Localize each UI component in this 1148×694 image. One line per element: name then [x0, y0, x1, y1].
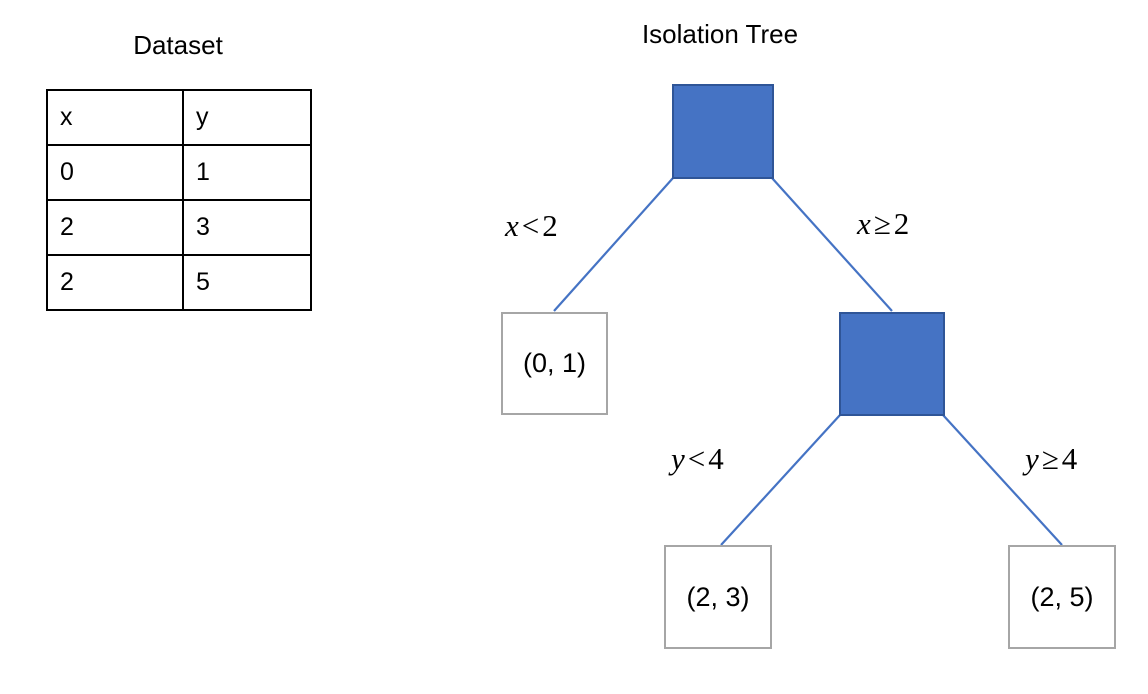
edge-label-y-ge: y≥4 — [1025, 442, 1077, 476]
tree-node-split-y[interactable] — [839, 312, 945, 416]
table-row: 0 1 — [46, 144, 312, 201]
edge-split-right — [942, 414, 1063, 546]
tree-leaf-2-5[interactable]: (2, 5) — [1008, 545, 1116, 649]
edge-label-operator: < — [521, 208, 540, 243]
tree-leaf-2-3[interactable]: (2, 3) — [664, 545, 772, 649]
column-header-x: x — [46, 89, 184, 146]
edge-root-right — [771, 177, 893, 312]
leaf-label: (0, 1) — [522, 348, 587, 378]
cell-y: 5 — [182, 254, 312, 311]
leaf-label: (2, 5) — [1030, 581, 1094, 612]
table-row: 2 5 — [46, 254, 312, 311]
edge-label-x-lt: x<2 — [505, 209, 558, 243]
edge-label-operator: ≥ — [873, 206, 891, 241]
edge-label-value: 4 — [1061, 441, 1078, 476]
tree-title: Isolation Tree — [641, 19, 799, 49]
dataset-table: x y 0 1 2 3 2 5 — [46, 89, 312, 311]
edge-root-left — [553, 177, 674, 312]
edge-label-variable: y — [671, 441, 685, 476]
table-row: 2 3 — [46, 199, 312, 256]
dataset-title: Dataset — [133, 30, 223, 60]
cell-y: 3 — [182, 199, 312, 256]
edge-label-variable: x — [505, 208, 519, 243]
edge-label-operator: ≥ — [1041, 441, 1059, 476]
leaf-label: (2, 3) — [686, 581, 750, 612]
tree-leaf-0-1[interactable]: (0, 1) — [501, 312, 608, 415]
edge-label-value: 2 — [893, 206, 910, 241]
cell-y: 1 — [182, 144, 312, 201]
edge-label-operator: < — [687, 441, 706, 476]
cell-x: 2 — [46, 254, 184, 311]
edge-label-value: 4 — [708, 441, 724, 476]
edge-label-y-lt: y<4 — [671, 442, 724, 476]
edge-label-variable: y — [1025, 441, 1039, 476]
edge-label-value: 2 — [542, 208, 558, 243]
edge-label-x-ge: x≥2 — [857, 207, 909, 241]
edge-label-variable: x — [857, 206, 871, 241]
cell-x: 2 — [46, 199, 184, 256]
tree-node-root[interactable] — [672, 84, 774, 179]
edge-split-left — [720, 414, 841, 546]
cell-x: 0 — [46, 144, 184, 201]
column-header-y: y — [182, 89, 312, 146]
table-header-row: x y — [46, 89, 312, 146]
